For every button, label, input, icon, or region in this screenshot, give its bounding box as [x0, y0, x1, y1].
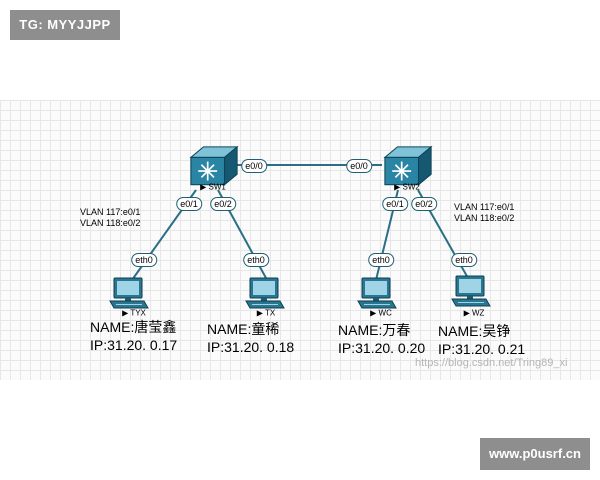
pc-tx-icon[interactable]: [245, 277, 285, 309]
host-tx-ip: IP:31.20. 0.18: [207, 339, 295, 355]
host-wc-name: NAME:万春: [338, 322, 411, 338]
host-wc-info: NAME:万春 IP:31.20. 0.20: [338, 321, 425, 357]
port-tx-eth0: eth0: [243, 253, 269, 267]
host-tx-name: NAME:童稀: [207, 321, 280, 337]
port-sw2-e0-2: e0/2: [411, 197, 437, 211]
port-wz-eth0: eth0: [451, 253, 477, 267]
port-sw2-e0-1: e0/1: [382, 197, 408, 211]
vlan-left-line-1: VLAN 117:e0/1: [80, 207, 141, 217]
pc-tyx-label: ▶ TYX: [122, 308, 146, 318]
host-wz-ip: IP:31.20. 0.21: [438, 341, 526, 357]
watermark-badge-bottom: www.p0usrf.cn: [480, 438, 590, 470]
pc-wz-label: ▶ WZ: [463, 308, 485, 318]
vlan-left-line-2: VLAN 118:e0/2: [80, 218, 141, 228]
switch-sw2-icon[interactable]: [384, 146, 432, 186]
host-wz-info: NAME:吴铮 IP:31.20. 0.21: [438, 322, 525, 358]
switch-sw2-label: ▶ SW2: [394, 182, 420, 192]
pc-wc-icon[interactable]: [357, 277, 397, 309]
host-tyx-ip: IP:31.20. 0.17: [90, 337, 178, 353]
port-wc-eth0: eth0: [368, 253, 394, 267]
port-sw1-e0-0: e0/0: [241, 159, 267, 173]
vlan-left: VLAN 117:e0/1 VLAN 118:e0/2: [80, 207, 140, 229]
port-sw1-e0-1: e0/1: [176, 197, 202, 211]
pc-wz-name: WZ: [471, 308, 485, 318]
vlan-right: VLAN 117:e0/1 VLAN 118:e0/2: [454, 202, 514, 224]
switch-sw2-name: SW2: [402, 182, 420, 192]
switch-sw1-icon[interactable]: [190, 146, 238, 186]
watermark-badge-top: TG: MYYJJPP: [10, 10, 120, 40]
host-tyx-info: NAME:唐莹鑫 IP:31.20. 0.17: [90, 318, 177, 354]
switch-sw1-label: ▶ SW1: [200, 182, 226, 192]
pc-wz-icon[interactable]: [451, 275, 491, 307]
switch-sw1-name: SW1: [208, 182, 226, 192]
blog-watermark: https://blog.csdn.net/Tring89_xi: [415, 357, 568, 369]
pc-tx-name: TX: [265, 308, 276, 318]
pc-tyx-name: TYX: [130, 308, 146, 318]
host-wz-name: NAME:吴铮: [438, 323, 511, 339]
pc-wc-label: ▶ WC: [370, 308, 392, 318]
pc-wc-name: WC: [378, 308, 392, 318]
vlan-right-line-1: VLAN 117:e0/1: [454, 202, 515, 212]
vlan-right-line-2: VLAN 118:e0/2: [454, 213, 515, 223]
host-tx-info: NAME:童稀 IP:31.20. 0.18: [207, 320, 294, 356]
pc-tx-label: ▶ TX: [256, 308, 276, 318]
host-wc-ip: IP:31.20. 0.20: [338, 340, 426, 356]
pc-tyx-icon[interactable]: [109, 277, 149, 309]
host-tyx-name: NAME:唐莹鑫: [90, 319, 177, 335]
port-sw1-e0-2: e0/2: [210, 197, 236, 211]
port-tyx-eth0: eth0: [131, 253, 157, 267]
topology-canvas: e0/0 e0/0 e0/1 e0/2 e0/1 e0/2 eth0 eth0 …: [0, 100, 600, 380]
port-sw2-e0-0: e0/0: [346, 159, 372, 173]
